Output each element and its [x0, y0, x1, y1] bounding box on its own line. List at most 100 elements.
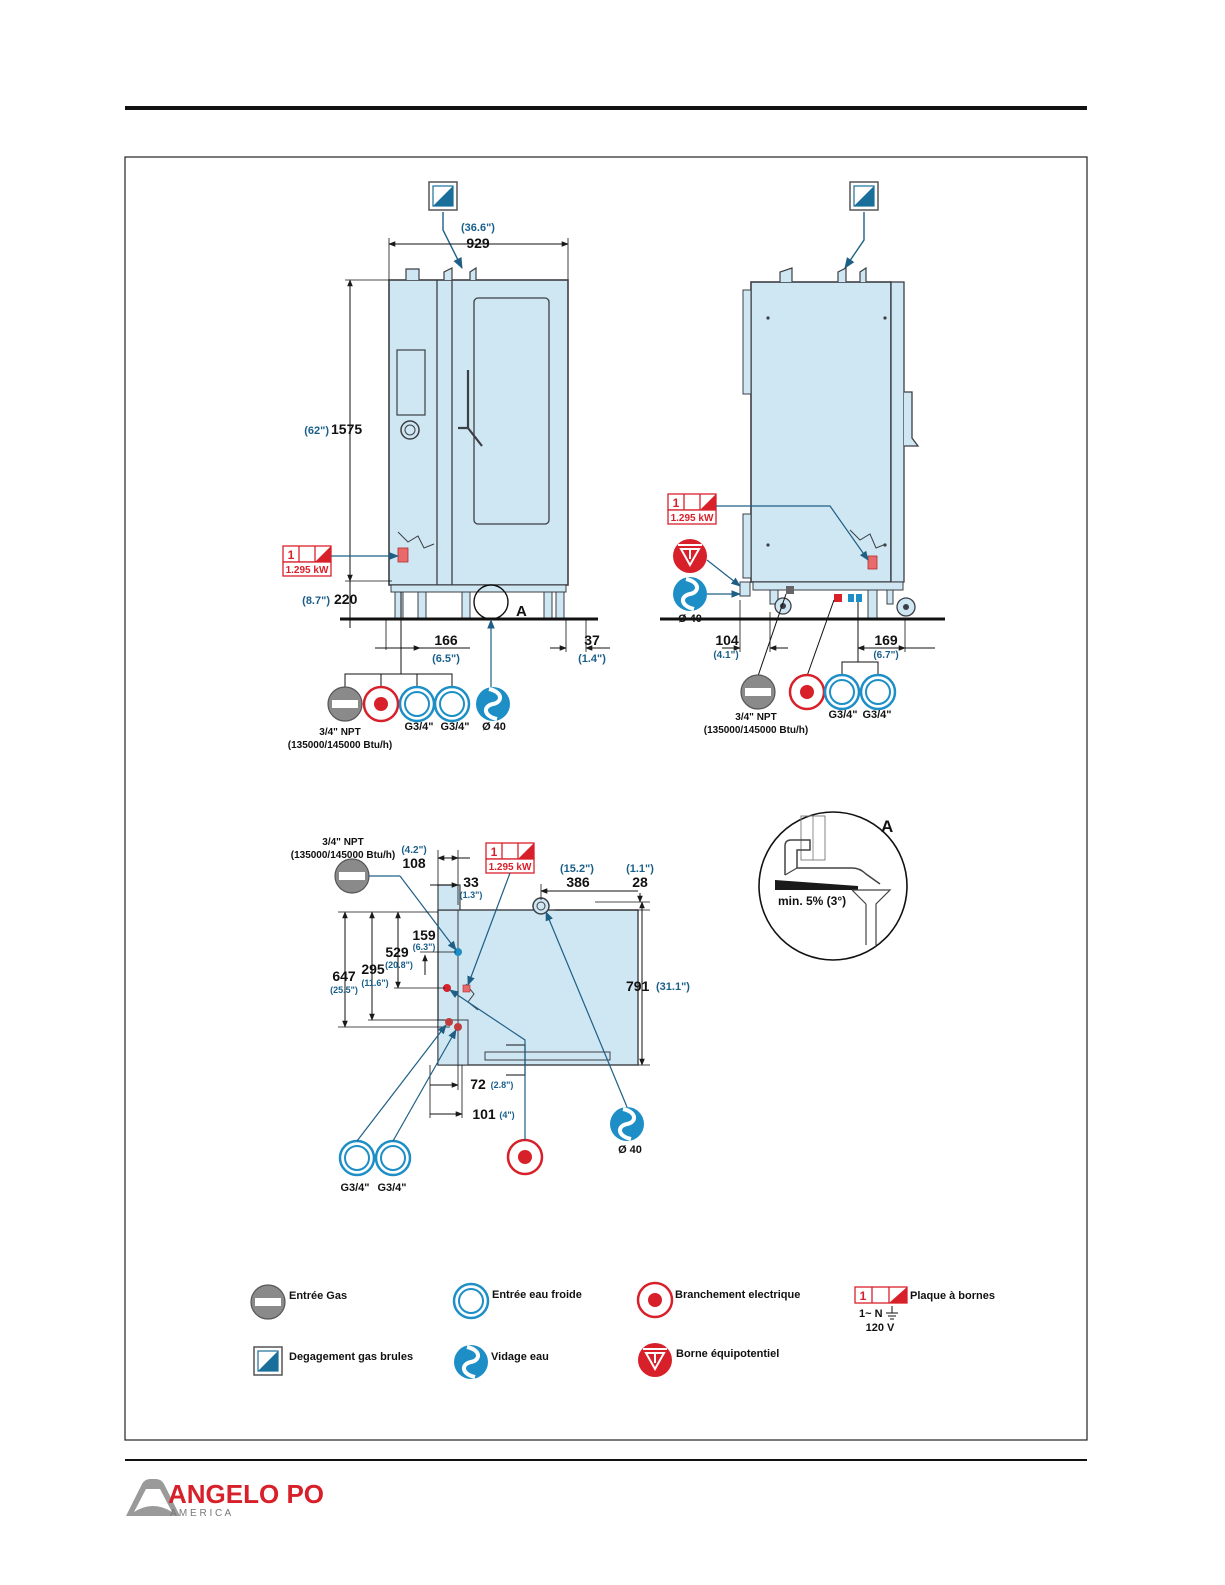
- front-detail-ref: A: [516, 603, 527, 620]
- legend-flue: Degagement gas brules: [289, 1351, 413, 1363]
- top-dim-108-inches: (4.2"): [401, 845, 426, 856]
- top-dim-647-inches: (25.5"): [330, 985, 358, 995]
- top-dim-101-inches: (4"): [499, 1110, 514, 1120]
- detail-a: A min. 5% (3°): [758, 811, 908, 961]
- detail-a-slope: min. 5% (3°): [778, 894, 846, 908]
- top-water-1: G3/4": [340, 1182, 369, 1194]
- legend-gas-inlet: Entrée Gas: [289, 1290, 347, 1302]
- front-gas-icon: [327, 686, 363, 722]
- top-dim-295: 295: [361, 961, 385, 977]
- side-dim-169: 169: [874, 632, 898, 648]
- side-terminal-number: 1: [673, 496, 680, 510]
- side-water-1: G3/4": [828, 709, 857, 721]
- front-dim-37: 37: [584, 632, 600, 648]
- top-view: 3/4" NPT (135000/145000 Btu/h) (4.2") 10…: [291, 837, 691, 1194]
- top-dim-386: 386: [566, 874, 590, 890]
- front-height-mm: 1575: [331, 421, 362, 437]
- brand-logo: ANGELO PO A M E R I C A: [126, 1479, 324, 1519]
- legend-cold-water: Entrée eau froide: [492, 1289, 582, 1301]
- side-view: 1 1.295 kW Ø 40 104 (4.1") 169 (6.7") 3/…: [660, 181, 945, 736]
- front-width-mm: 929: [466, 235, 490, 251]
- legend-terminal-voltage: 120 V: [866, 1322, 895, 1334]
- top-dim-72-inches: (2.8"): [491, 1080, 514, 1090]
- legend-equipotential: Borne équipotentiel: [676, 1348, 779, 1360]
- detail-a-ref: A: [881, 817, 893, 836]
- legend-drain: Vidage eau: [491, 1351, 549, 1363]
- legend-flue-icon: [253, 1346, 283, 1376]
- legend-terminal-phase: 1~ N: [859, 1308, 883, 1320]
- top-dim-28-inches: (1.1"): [626, 863, 654, 875]
- front-height-inches: (62"): [304, 425, 329, 437]
- top-dim-529: 529: [385, 944, 409, 960]
- side-dim-104: 104: [715, 632, 739, 648]
- legend-water-icon: [452, 1282, 490, 1320]
- front-dim-166: 166: [434, 632, 458, 648]
- top-dim-791-inches: (31.1"): [656, 981, 690, 993]
- side-equipotential-icon: [672, 538, 708, 574]
- side-drain-icon: [671, 575, 709, 613]
- top-water-icon-1: [338, 1139, 376, 1177]
- front-view: (36.6") 929 A (62") 1575: [282, 181, 610, 751]
- front-water-icon-2: [433, 685, 471, 723]
- top-dim-101: 101: [472, 1106, 496, 1122]
- legend-drain-icon: [452, 1343, 490, 1381]
- top-dim-72: 72: [470, 1076, 486, 1092]
- top-water-icon-2: [374, 1139, 412, 1177]
- front-gas-btu: (135000/145000 Btu/h): [288, 740, 393, 751]
- legend-terminal-board: Plaque à bornes: [910, 1290, 995, 1302]
- front-terminal-power: 1.295 kW: [286, 565, 329, 576]
- front-electrical-icon: [362, 685, 400, 723]
- front-water-icon-1: [398, 685, 436, 723]
- top-electrical-icon: [506, 1138, 544, 1176]
- top-water-2: G3/4": [377, 1182, 406, 1194]
- side-gas-btu: (135000/145000 Btu/h): [704, 725, 809, 736]
- side-terminal-power: 1.295 kW: [671, 513, 714, 524]
- side-gas-icon: [740, 674, 776, 710]
- top-dim-386-inches: (15.2"): [560, 863, 594, 875]
- top-gas-btu: (135000/145000 Btu/h): [291, 850, 396, 861]
- top-dim-791: 791: [626, 978, 650, 994]
- top-gas-label: 3/4" NPT: [322, 837, 363, 848]
- top-dim-28: 28: [632, 874, 648, 890]
- legend-gas-icon: [250, 1284, 286, 1320]
- top-dim-159: 159: [412, 927, 436, 943]
- side-flue-icon: [849, 181, 879, 211]
- side-water-icon-2: [859, 673, 897, 711]
- top-dim-159-inches: (6.3"): [413, 942, 436, 952]
- front-terminal-number: 1: [288, 548, 295, 562]
- top-dim-108: 108: [402, 855, 426, 871]
- header-rule: [125, 106, 1087, 110]
- top-terminal-power: 1.295 kW: [489, 862, 532, 873]
- side-water-2: G3/4": [862, 709, 891, 721]
- side-drain-label: Ø 40: [678, 613, 702, 625]
- legend-electrical: Branchement electrique: [675, 1289, 800, 1301]
- top-drain-label: Ø 40: [618, 1144, 642, 1156]
- top-dim-33: 33: [463, 874, 479, 890]
- side-gas-label: 3/4" NPT: [735, 712, 776, 723]
- legend-equipotential-icon: [637, 1342, 673, 1378]
- front-width-inches: (36.6"): [461, 222, 495, 234]
- flue-icon: [428, 181, 458, 211]
- front-foot-mm: 220: [334, 591, 358, 607]
- front-dim-166-inches: (6.5"): [432, 653, 460, 665]
- drawing-frame: [124, 156, 1088, 1441]
- legend-electrical-icon: [636, 1281, 674, 1319]
- brand-name: ANGELO PO: [168, 1479, 324, 1509]
- top-dim-33-inches: (1.3"): [460, 890, 483, 900]
- side-dim-169-inches: (6.7"): [873, 650, 898, 661]
- side-electrical-icon: [788, 673, 826, 711]
- ground-icon: [886, 1306, 898, 1320]
- brand-sub: A M E R I C A: [170, 1508, 231, 1519]
- legend: Entrée Gas Entrée eau froide Branchement…: [250, 1281, 995, 1381]
- front-dim-37-inches: (1.4"): [578, 653, 606, 665]
- footer-rule: [125, 1459, 1087, 1461]
- front-drain-icon: [474, 685, 512, 723]
- front-drain-label: Ø 40: [482, 721, 506, 733]
- top-terminal-number: 1: [491, 845, 498, 859]
- front-foot-inches: (8.7"): [302, 595, 330, 607]
- top-dim-647: 647: [332, 968, 356, 984]
- front-gas-label: 3/4" NPT: [319, 727, 360, 738]
- top-gas-icon: [334, 858, 370, 894]
